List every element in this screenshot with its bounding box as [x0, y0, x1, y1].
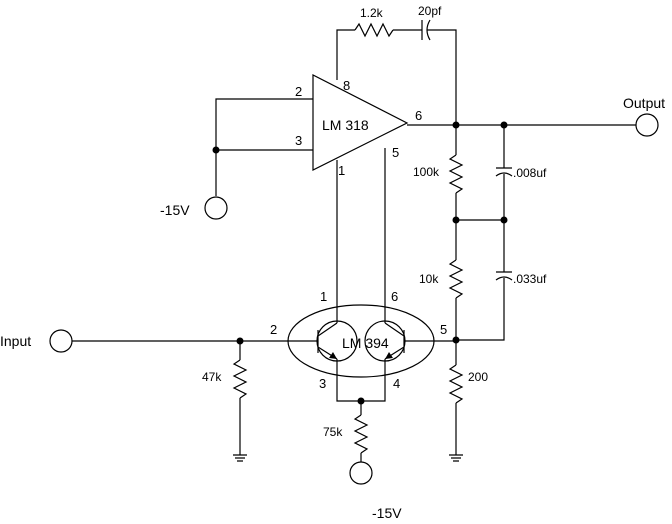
neg-supply-label-bottom: -15V [372, 505, 402, 521]
resistor-75k [353, 414, 369, 454]
output-terminal [635, 113, 659, 137]
resistor-1-2k [354, 22, 394, 38]
emitter-tail: 75k -15V [323, 359, 402, 521]
feedback-network: 1.2k 20pf [336, 4, 457, 125]
opamp-pin-8: 8 [343, 78, 350, 93]
resistor-100k-label: 100k [413, 165, 440, 179]
resistor-47k [232, 359, 248, 399]
ground-symbol-200 [449, 454, 463, 462]
resistor-1-2k-label: 1.2k [360, 6, 384, 20]
opamp-pin-1: 1 [338, 163, 345, 178]
capacitor-20pf-label: 20pf [418, 4, 442, 18]
opamp-pin-2: 2 [295, 84, 302, 99]
pair-to-opamp-wiring [336, 148, 386, 323]
base-wiring: Input [0, 329, 456, 353]
input-label: Input [0, 333, 31, 349]
resistor-75k-label: 75k [323, 425, 343, 439]
neg-supply-label-top: -15V [160, 202, 190, 218]
input-terminal [49, 329, 73, 353]
resistor-200 [448, 364, 464, 404]
pair-pin-6: 6 [391, 289, 398, 304]
opamp-pin-3: 3 [295, 133, 302, 148]
output-label: Output [623, 95, 665, 111]
transistor-pair-lm394: LM 394 1 6 2 5 3 4 [270, 289, 447, 391]
capacitor-chain: .008uf .033uf [456, 125, 547, 341]
input-resistor-47k: 47k [202, 341, 248, 462]
opamp-pin-5: 5 [392, 145, 399, 160]
resistor-10k-label: 10k [419, 272, 439, 286]
resistor-47k-label: 47k [202, 370, 222, 384]
pair-pin-5: 5 [440, 322, 447, 337]
capacitor-033uf-label: .033uf [513, 272, 547, 286]
capacitor-008uf [495, 167, 513, 177]
neg-supply-terminal-top [204, 196, 228, 220]
resistor-100k [448, 154, 464, 194]
resistor-200-label: 200 [468, 370, 488, 384]
opamp-lm318: LM 318 2 3 8 6 5 1 [295, 74, 422, 178]
capacitor-008uf-label: .008uf [513, 166, 547, 180]
resistor-10k [448, 259, 464, 299]
neg-supply-terminal-bottom [349, 461, 373, 485]
pair-pin-2: 2 [270, 322, 277, 337]
pair-pin-1: 1 [320, 289, 327, 304]
opamp-pin-6: 6 [415, 108, 422, 123]
output-wiring: Output [407, 95, 665, 137]
pair-name: LM 394 [342, 335, 389, 351]
ground-symbol-47k [233, 454, 247, 462]
inverting-input-wiring: -15V [160, 98, 313, 220]
resistor-divider: 100k 10k 200 [413, 125, 488, 462]
opamp-name: LM 318 [322, 117, 369, 133]
pair-pin-3: 3 [319, 376, 326, 391]
pair-pin-4: 4 [393, 376, 400, 391]
capacitor-033uf [495, 271, 513, 281]
opamp-triangle [312, 74, 409, 171]
